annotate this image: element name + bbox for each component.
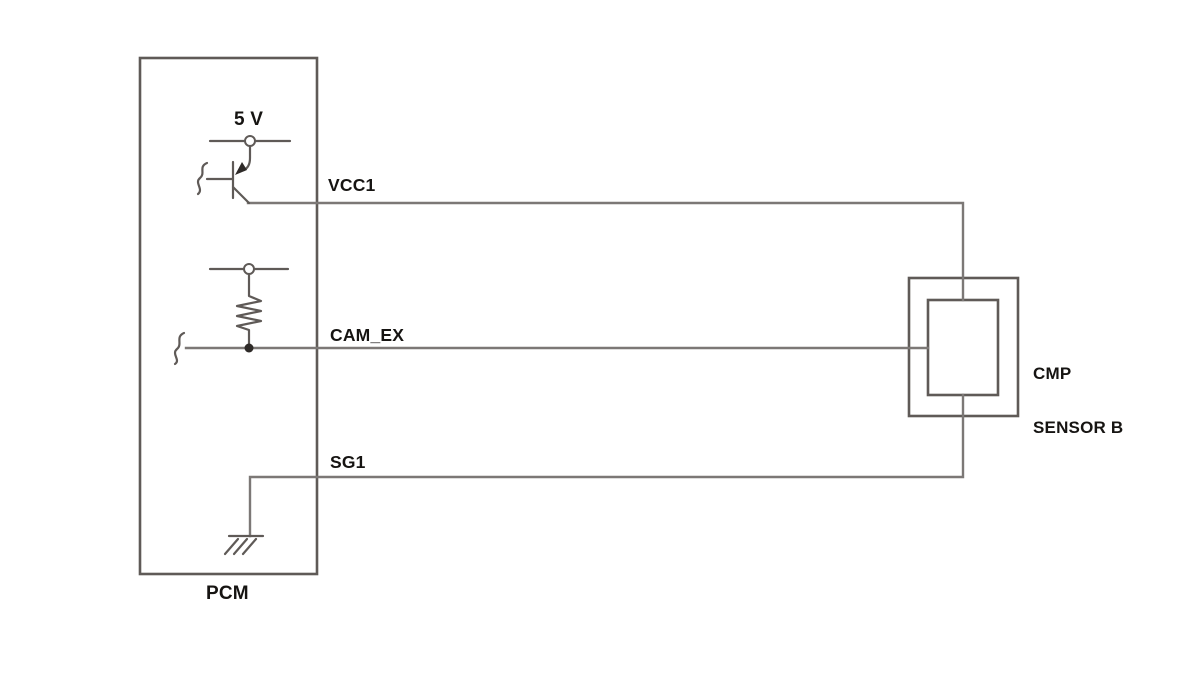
pcm-box	[138, 56, 319, 576]
wire-break-icon	[173, 331, 186, 366]
ground-icon	[223, 534, 265, 556]
sensor-label-line1: CMP	[1033, 364, 1072, 383]
vcc1-wire	[246, 201, 965, 302]
supply-terminal-icon	[208, 135, 292, 147]
sensor-label: CMP SENSOR B	[1033, 329, 1123, 473]
signal-label-vcc1: VCC1	[328, 175, 376, 195]
signal-label-cam-ex: CAM_EX	[330, 325, 405, 345]
sensor-inner-box	[926, 298, 1000, 397]
junction-dot	[244, 343, 254, 353]
pull-up-resistor-icon	[208, 263, 290, 347]
pnp-transistor-icon	[196, 144, 252, 205]
sg1-wire	[248, 393, 965, 538]
pcm-label: PCM	[206, 583, 249, 604]
supply-voltage-label: 5 V	[234, 109, 264, 130]
wire-break-icon	[196, 161, 209, 196]
sensor-label-line2: SENSOR B	[1033, 418, 1124, 437]
signal-label-sg1: SG1	[330, 452, 366, 472]
